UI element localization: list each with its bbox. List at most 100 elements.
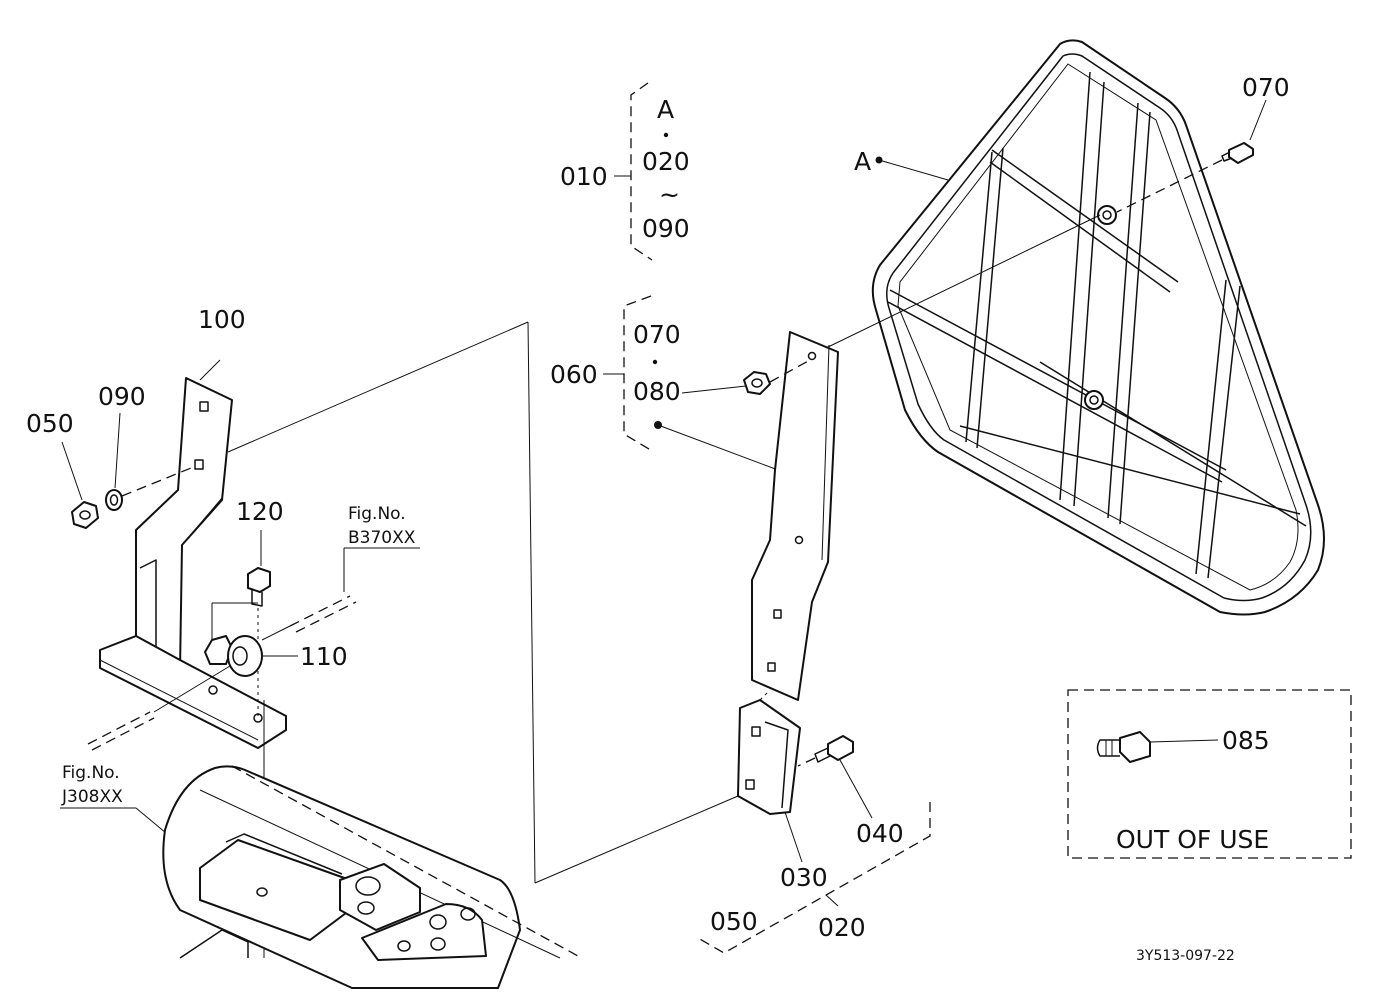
leader-050-left xyxy=(61,441,83,501)
leader-085 xyxy=(1149,739,1219,743)
bolt-085-shank xyxy=(1096,739,1120,757)
leader-090 xyxy=(114,412,121,489)
nut-050 xyxy=(71,501,99,529)
separator-dot xyxy=(652,359,658,365)
washer-090 xyxy=(105,489,123,511)
label-100: 100 xyxy=(198,305,246,334)
bolt-040-shank xyxy=(814,747,831,763)
axis-clamp-to-stay xyxy=(759,689,771,701)
bracket-base xyxy=(99,635,287,749)
leader-030 xyxy=(784,811,803,863)
clamp-030: 030 xyxy=(534,689,828,892)
bolt-070-shank xyxy=(1221,151,1233,162)
bracket-base-edge xyxy=(99,659,259,741)
frame-mount-hole-bottom-inner xyxy=(1089,395,1099,405)
stay-hole-top xyxy=(807,351,817,361)
base-hole-1 xyxy=(208,685,218,695)
bracket-upright xyxy=(135,377,233,671)
tube-J-segment-2 xyxy=(91,717,155,751)
tube-B370XX: Fig.No. B370XX xyxy=(261,504,420,641)
frame-mount-hole-top-inner xyxy=(1102,210,1112,220)
label-030: 030 xyxy=(780,863,828,892)
bolt-040: 040 xyxy=(797,735,904,848)
leader-040 xyxy=(839,759,873,819)
bolt-120-head xyxy=(247,567,271,593)
flange-hole-4 xyxy=(430,937,446,951)
axis-040 xyxy=(797,757,816,767)
bolt-040-head xyxy=(827,735,854,761)
boss-hole-1 xyxy=(355,876,381,896)
frame-mount-hole-bottom xyxy=(1084,390,1104,410)
clamp-slot-1 xyxy=(751,726,761,737)
frame-grid xyxy=(887,71,1307,579)
link-pipe-vertical xyxy=(527,321,536,884)
flange-hole-2 xyxy=(460,907,476,921)
tube-B-segment xyxy=(289,595,351,627)
tube-J-segment xyxy=(87,711,151,745)
drawing-code: 3Y513-097-22 xyxy=(1136,948,1235,964)
fig-B-code: B370XX xyxy=(348,528,416,548)
bolt-085-head xyxy=(1119,731,1151,763)
center-stay xyxy=(743,214,1101,701)
out-of-use-caption: OUT OF USE xyxy=(1116,825,1269,854)
axle-housing xyxy=(162,765,579,989)
label-070-mid: 070 xyxy=(633,320,681,349)
frame-A: A xyxy=(854,39,1325,616)
bracket-slot-2 xyxy=(194,459,204,470)
axis-070-to-frame xyxy=(1116,159,1223,213)
nut-080 xyxy=(743,371,771,395)
frame-inner-rim xyxy=(897,63,1299,591)
axis-nut-to-stay xyxy=(769,359,811,383)
label-tilde: ~ xyxy=(659,180,680,209)
group-010-bracket: 010 A 020 ~ 090 xyxy=(560,82,690,261)
leader-070-top xyxy=(1249,99,1267,141)
nut-050-hole xyxy=(79,510,91,520)
label-050-left: 050 xyxy=(26,409,74,438)
link-bracket-to-pipe xyxy=(227,321,529,453)
housing-pad-rim xyxy=(225,833,343,875)
out-of-use-box: 085 OUT OF USE xyxy=(1067,689,1352,859)
label-060: 060 xyxy=(550,360,598,389)
label-040: 040 xyxy=(856,819,904,848)
axis-stay-to-frame xyxy=(825,214,1101,349)
nut-050-washer-090: 050 090 xyxy=(26,382,197,529)
boss-hole-2 xyxy=(357,901,375,915)
label-070-top: 070 xyxy=(1242,73,1290,102)
fig-J-title: Fig.No. xyxy=(62,763,120,783)
stay-slot-2 xyxy=(767,662,776,672)
flange-hole-3 xyxy=(397,940,411,952)
bracket-bend xyxy=(181,497,223,546)
label-010: 010 xyxy=(560,162,608,191)
leader-020 xyxy=(825,894,839,907)
leader-060-to-bracket xyxy=(657,424,779,471)
stay-plate xyxy=(751,331,839,701)
housing-boss xyxy=(339,863,421,931)
group-020-bracket: 020 050 xyxy=(697,802,931,954)
bolt-070-head xyxy=(1228,142,1254,164)
clamp-slot-2 xyxy=(745,779,755,790)
bolt-120-shank xyxy=(251,590,263,607)
label-020-top: 020 xyxy=(642,147,690,176)
separator-dot xyxy=(663,132,669,138)
tube-B-joint xyxy=(261,625,291,641)
label-090-top: 090 xyxy=(642,214,690,243)
clamp-110-bore xyxy=(232,646,248,666)
label-110: 110 xyxy=(300,642,348,671)
tube-B-segment-2 xyxy=(295,601,357,633)
housing-flange xyxy=(361,903,487,961)
bracket-010-symbol xyxy=(630,82,653,261)
label-080: 080 xyxy=(633,377,681,406)
label-120: 120 xyxy=(236,497,284,526)
nut-080-hole xyxy=(751,378,763,388)
pad-hole-1 xyxy=(256,887,268,897)
washer-090-hole xyxy=(109,494,119,506)
tube-J308XX: Fig.No. J308XX xyxy=(60,665,231,839)
fig-B-title: Fig.No. xyxy=(348,504,406,524)
label-A-top: A xyxy=(657,95,674,124)
leader-A-to-frame xyxy=(878,159,949,181)
bolt-070: 070 xyxy=(1116,73,1290,213)
label-020-bottom: 020 xyxy=(818,913,866,942)
leader-080-to-nut xyxy=(681,385,747,394)
label-A-frame: A xyxy=(854,147,871,176)
frame-outer xyxy=(871,39,1325,616)
